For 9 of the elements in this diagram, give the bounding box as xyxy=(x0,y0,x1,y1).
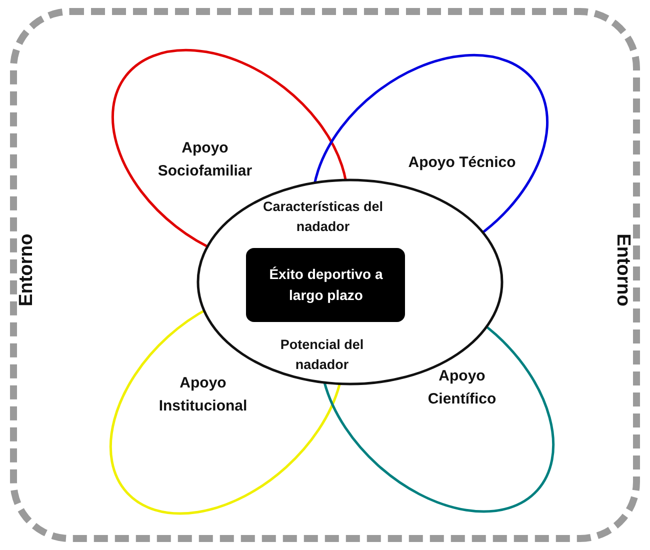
side-label: Entorno xyxy=(14,232,38,308)
node-text: Apoyo Institucional xyxy=(158,374,248,416)
node-text: Potencial del nadador xyxy=(279,336,365,374)
node-text: Apoyo Técnico xyxy=(407,152,517,173)
node-text: Apoyo Sociofamiliar xyxy=(156,138,254,181)
node-text: Características del nadador xyxy=(262,198,384,236)
side-label: Entorno xyxy=(611,232,634,308)
node-text: Apoyo Científico xyxy=(426,366,498,409)
node-text: Éxito deportivo a largo plazo xyxy=(268,265,384,305)
